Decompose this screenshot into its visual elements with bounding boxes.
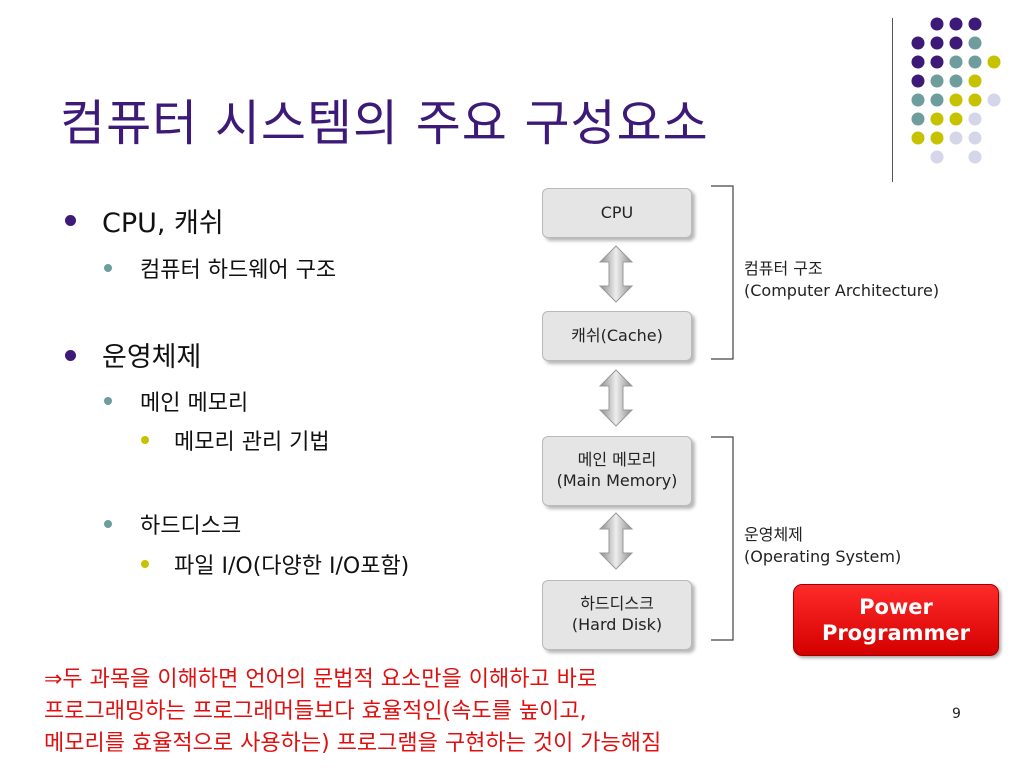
power-programmer-badge: Power Programmer <box>793 584 999 656</box>
decorative-dot <box>930 74 944 88</box>
decorative-dot <box>911 55 925 69</box>
decorative-dot <box>987 93 1001 107</box>
bullet-item: 파일 I/O(다양한 I/O포함) <box>174 554 410 579</box>
bullet-marker-icon <box>104 264 112 272</box>
bullet-marker-icon <box>141 436 149 444</box>
double-arrow-icon <box>598 512 634 570</box>
decorative-dot <box>968 93 982 107</box>
bullet-item: 하드디스크 <box>140 514 242 539</box>
bracket-operating-system <box>711 436 734 641</box>
decorative-dot <box>911 36 925 50</box>
decorative-dot <box>949 17 963 31</box>
decorative-dot <box>949 55 963 69</box>
group-label-computer-architecture: 컴퓨터 구조 (Computer Architecture) <box>744 259 940 300</box>
bracket-computer-architecture <box>711 185 734 360</box>
double-arrow-icon <box>598 369 634 427</box>
page-number: 9 <box>952 706 961 722</box>
bullet-item: 메모리 관리 기법 <box>174 430 330 455</box>
bullet-item: 컴퓨터 하드웨어 구조 <box>140 258 337 283</box>
diagram-box-cpu: CPU <box>542 188 692 238</box>
decorative-dot <box>987 55 1001 69</box>
decorative-dot <box>930 93 944 107</box>
decorative-dot <box>930 150 944 164</box>
decorative-dot <box>911 74 925 88</box>
bullet-marker-icon <box>65 215 76 226</box>
decorative-dot <box>930 55 944 69</box>
conclusion-note: ⇒두 과목을 이해하면 언어의 문법적 요소만을 이해하고 바로 프로그래밍하는… <box>44 667 662 756</box>
decorative-dot <box>968 55 982 69</box>
decorative-dot <box>911 93 925 107</box>
decorative-dot <box>949 131 963 145</box>
decorative-dot <box>968 74 982 88</box>
decorative-dot <box>911 112 925 126</box>
diagram-box-main-memory: 메인 메모리 (Main Memory) <box>542 436 692 506</box>
decorative-dot <box>949 74 963 88</box>
bullet-marker-icon <box>65 350 76 361</box>
decorative-dot <box>930 36 944 50</box>
bullet-item: 운영체제 <box>102 342 202 373</box>
decorative-dot <box>968 112 982 126</box>
decorative-dot <box>911 131 925 145</box>
bullet-marker-icon <box>104 520 112 528</box>
decorative-dot <box>968 17 982 31</box>
bullet-marker-icon <box>141 560 149 568</box>
decorative-dot <box>949 36 963 50</box>
decorative-dot <box>930 131 944 145</box>
decorative-dot <box>949 112 963 126</box>
bullet-item: 메인 메모리 <box>140 391 249 416</box>
decorative-dot <box>930 112 944 126</box>
diagram-box-hard-disk: 하드디스크 (Hard Disk) <box>542 580 692 650</box>
decorative-dot <box>968 131 982 145</box>
decorative-dot <box>968 150 982 164</box>
group-label-operating-system: 운영체제 (Operating System) <box>744 525 902 566</box>
decorative-dot <box>930 17 944 31</box>
slide-title: 컴퓨터 시스템의 주요 구성요소 <box>60 95 709 152</box>
double-arrow-icon <box>598 245 634 303</box>
diagram-box-cache: 캐쉬(Cache) <box>542 311 692 361</box>
decorative-dot <box>968 36 982 50</box>
title-divider-line <box>892 18 893 182</box>
bullet-marker-icon <box>104 397 112 405</box>
decorative-dot <box>949 93 963 107</box>
bullet-item: CPU, 캐쉬 <box>102 208 224 239</box>
